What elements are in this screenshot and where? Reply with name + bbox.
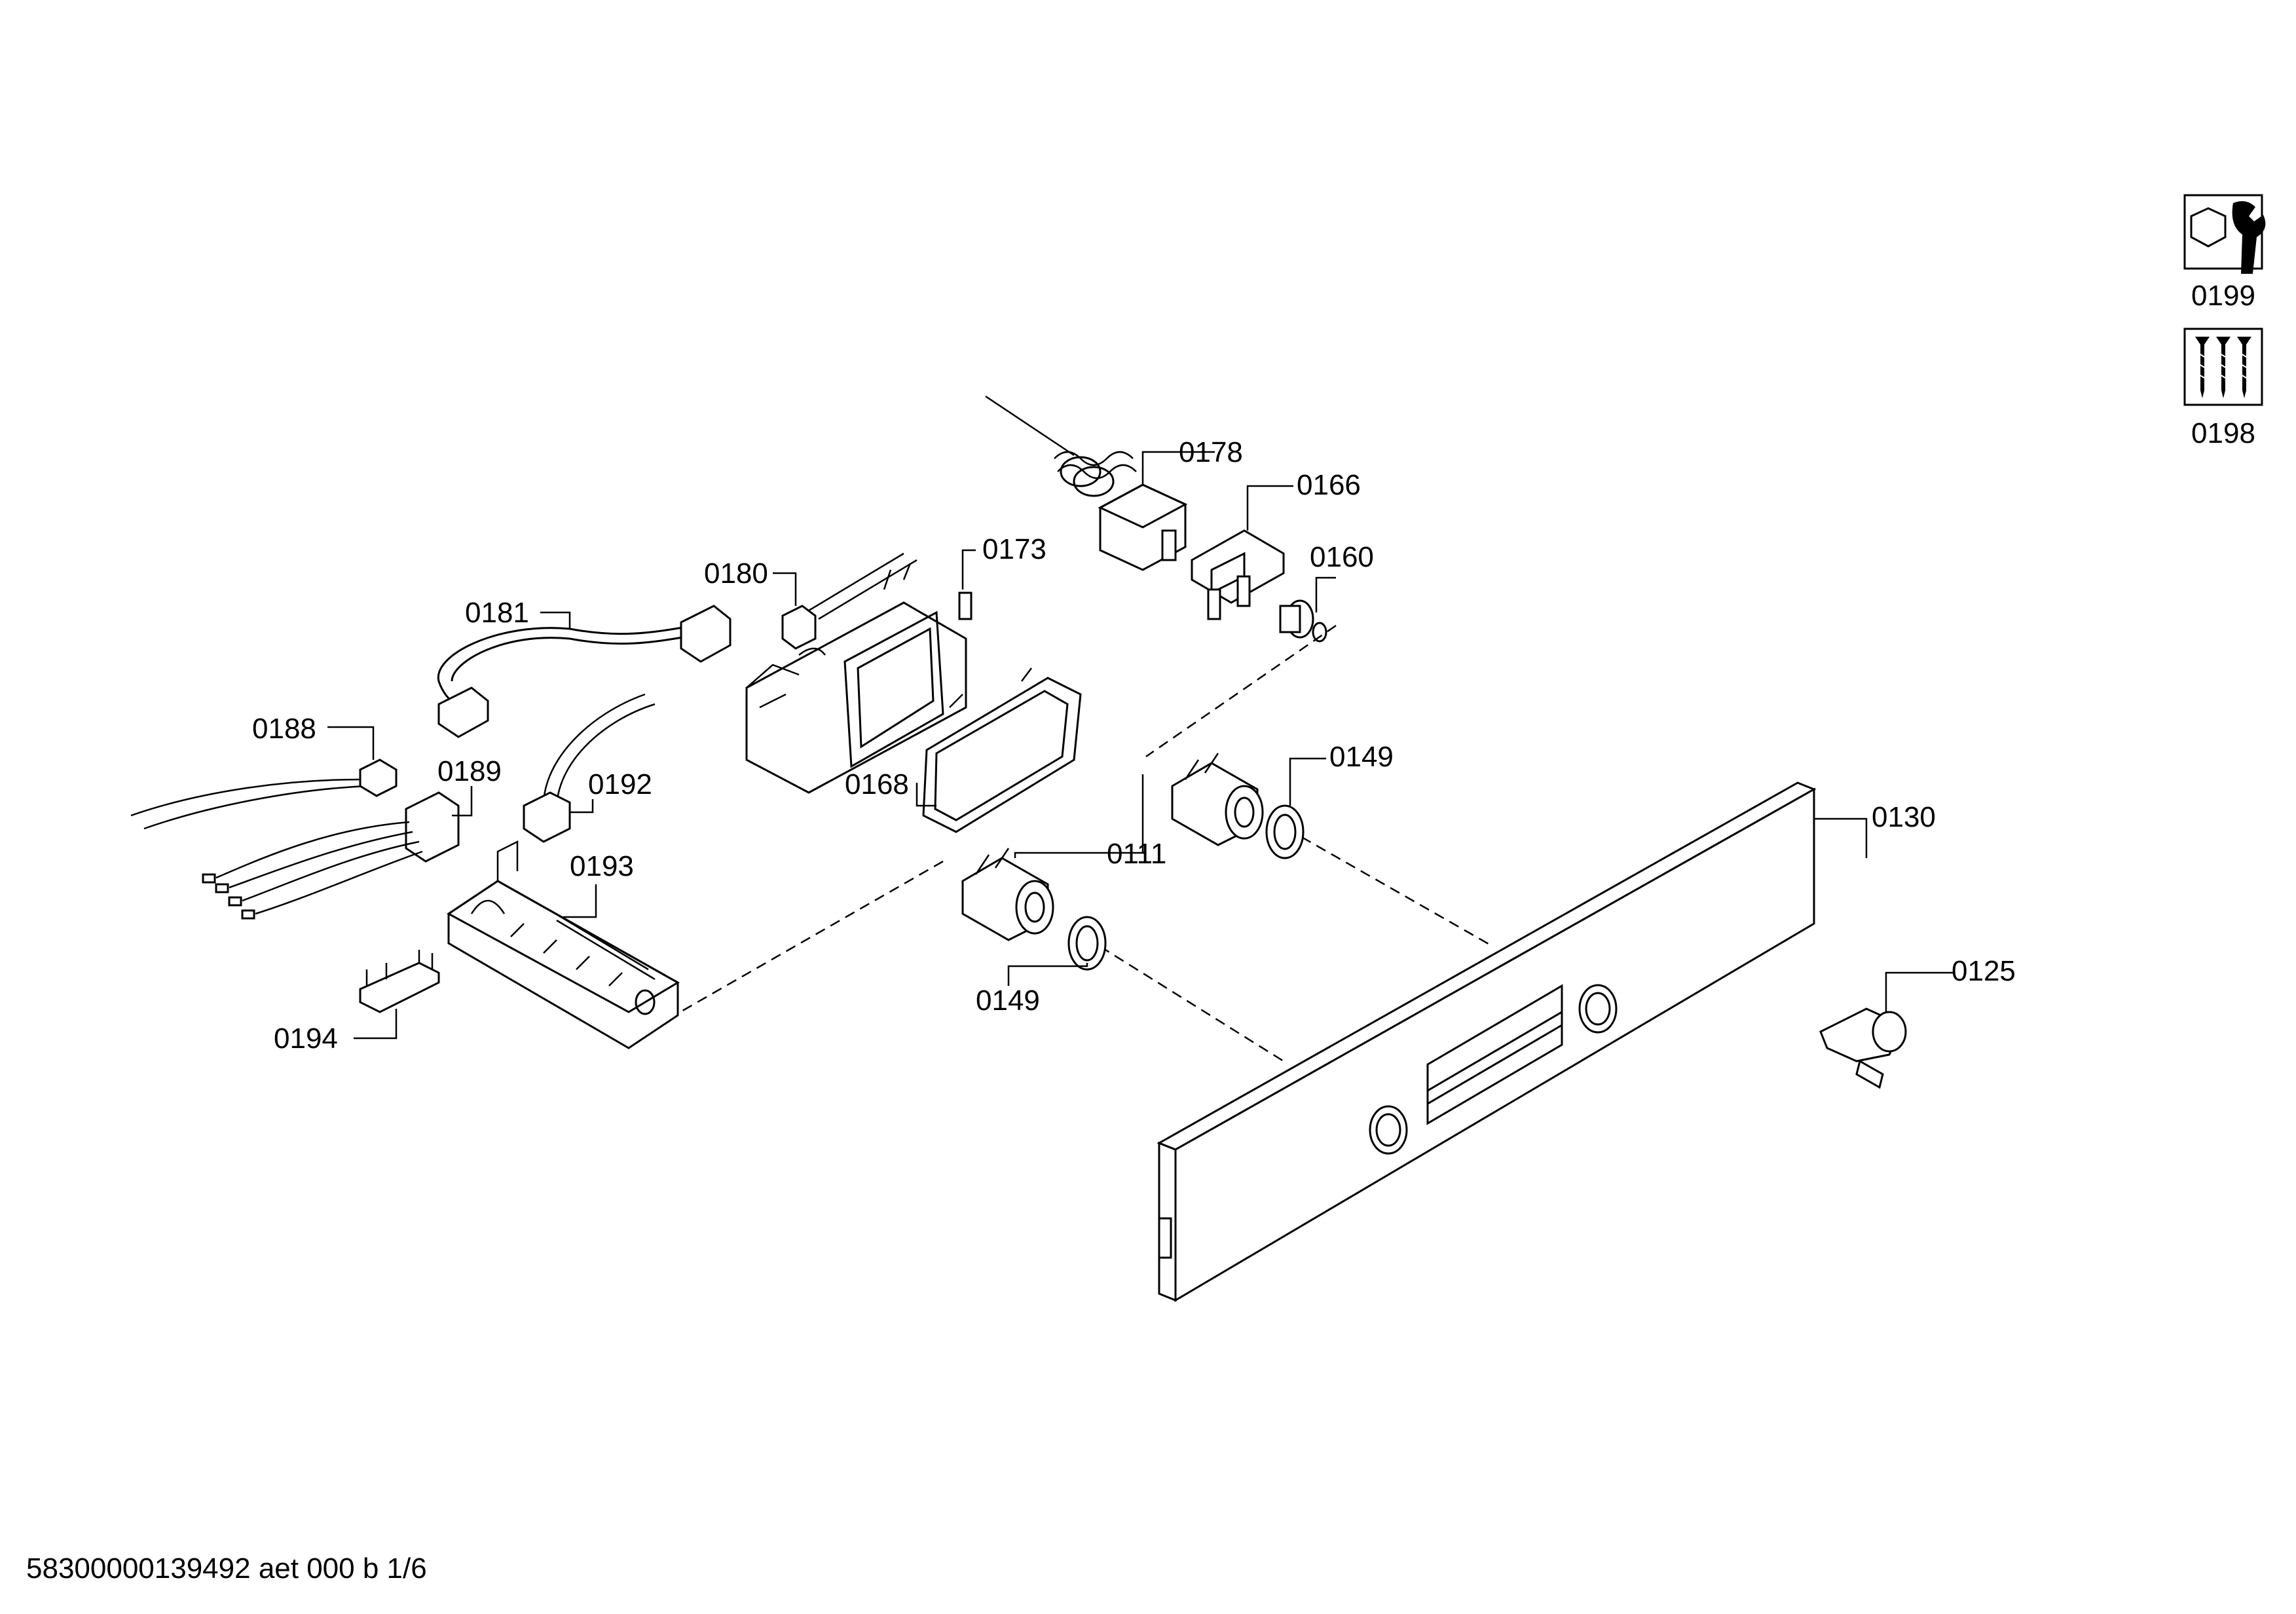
part-0193-terminal (202, 791, 460, 920)
screws-icon (2183, 328, 2263, 406)
label-0149-upper: 0149 (1329, 741, 1394, 773)
wrench-nut-icon (2183, 194, 2266, 274)
label-0168: 0168 (845, 768, 909, 800)
label-0130: 0130 (1872, 801, 1936, 833)
label-0178: 0178 (1179, 436, 1243, 468)
part-0149-lower-ring (1067, 916, 1107, 971)
part-0189-harness (437, 605, 731, 738)
label-0166: 0166 (1297, 469, 1361, 501)
part-0111-lower-switch (961, 848, 1054, 941)
label-0149-lower: 0149 (976, 985, 1040, 1017)
part-0149-upper-ring (1265, 804, 1305, 859)
label-0180: 0194 (274, 1023, 338, 1055)
label-0181: 0193 (570, 850, 634, 882)
label-0193: 0189 (437, 755, 502, 787)
label-0194: 0192 (588, 768, 652, 800)
part-0130-control-panel (1157, 781, 1817, 1302)
part-0168-frame (922, 667, 1082, 833)
label-0192: 0180 (704, 557, 768, 590)
part-0173-module (745, 563, 972, 794)
label-0160: 0160 (1310, 541, 1374, 573)
part-0192-connector (781, 552, 917, 650)
part-0181-board (447, 840, 680, 1049)
label-0111: 0111 (1107, 838, 1166, 870)
part-0111-upper-switch (1171, 753, 1264, 846)
drawing-code: 58300000139492 aet 000 b 1/6 (26, 1552, 427, 1585)
legend-tools-label: 0199 (2191, 280, 2255, 312)
label-0189: 0181 (465, 597, 529, 629)
part-0125-clip (1819, 1007, 1907, 1089)
label-0173: 0173 (982, 533, 1046, 565)
part-0180-bracket (359, 950, 440, 1013)
label-0188: 0188 (252, 713, 316, 745)
part-0188-plug (130, 759, 398, 830)
label-0125: 0125 (1952, 955, 2016, 987)
assembly-guide-lines (674, 624, 1494, 1062)
part-0166-bracket (1191, 529, 1285, 620)
legend-screws-label: 0198 (2191, 417, 2255, 449)
part-0194-connector (523, 693, 656, 843)
part-0160-lamp (1279, 599, 1327, 643)
